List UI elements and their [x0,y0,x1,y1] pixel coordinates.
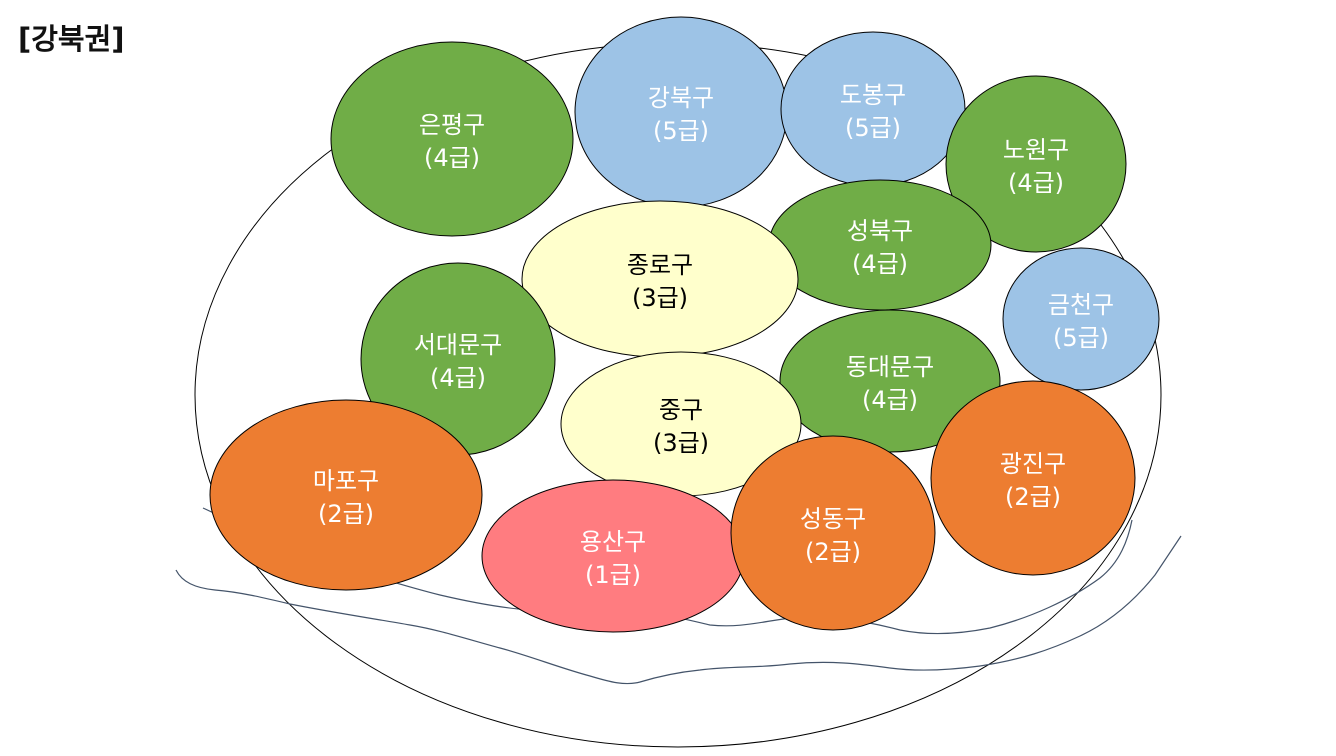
district-seodaemun: 서대문구 (4급) [360,262,556,456]
district-name: 강북구 [648,84,714,112]
district-name: 종로구 [627,251,693,279]
district-yongsan: 용산구 (1급) [481,479,745,633]
district-name: 중구 [659,396,703,424]
district-seongbuk: 성북구 (4급) [768,179,992,311]
district-grade: (4급) [852,250,908,278]
district-bubble-geumcheon [1002,247,1160,391]
district-jung: 중구 (3급) [560,351,802,497]
district-bubble-seongdong [730,435,936,631]
district-name: 광진구 [1000,450,1066,478]
district-bubble-eunpyeong [330,41,574,237]
district-grade: (3급) [653,429,709,457]
district-name: 금천구 [1048,291,1114,319]
district-geumcheon: 금천구 (5급) [1002,247,1160,391]
district-grade: (5급) [653,117,709,145]
district-bubble-jongno [521,200,799,358]
district-bubble-yongsan [481,479,745,633]
district-bubble-mapo [209,399,483,591]
district-bubble-seongbuk [768,179,992,311]
district-nowon: 노원구 (4급) [945,75,1127,253]
district-grade: (2급) [318,500,374,528]
district-grade: (4급) [430,364,486,392]
district-grade: (2급) [1005,483,1061,511]
district-name: 은평구 [419,111,485,139]
district-eunpyeong: 은평구 (4급) [330,41,574,237]
district-dobong: 도봉구 (5급) [780,31,966,187]
district-dongdaemun: 동대문구 (4급) [779,309,1001,453]
district-grade: (1급) [585,561,641,589]
district-name: 도봉구 [840,81,906,109]
district-grade: (3급) [632,284,688,312]
district-grade: (5급) [1053,324,1109,352]
district-bubble-nowon [945,75,1127,253]
district-grade: (4급) [862,386,918,414]
page-title: [강북권] [18,22,125,56]
district-bubble-dobong [780,31,966,187]
district-jongno: 종로구 (3급) [521,200,799,358]
district-grade: (4급) [1008,169,1064,197]
district-name: 용산구 [580,528,646,556]
district-grade: (2급) [805,538,861,566]
district-name: 성북구 [847,217,913,245]
district-bubble-gangbuk [574,16,788,208]
district-grade: (4급) [424,144,480,172]
district-grade: (5급) [845,114,901,142]
district-name: 서대문구 [414,331,502,359]
district-name: 마포구 [313,467,379,495]
district-gwangjin: 광진구 (2급) [930,380,1136,576]
district-name: 노원구 [1003,136,1069,164]
district-seongdong: 성동구 (2급) [730,435,936,631]
district-gangbuk: 강북구 (5급) [574,16,788,208]
district-mapo: 마포구 (2급) [209,399,483,591]
district-bubble-gwangjin [930,380,1136,576]
district-name: 동대문구 [846,353,934,381]
district-name: 성동구 [800,505,866,533]
river-line-lower [175,535,1182,685]
